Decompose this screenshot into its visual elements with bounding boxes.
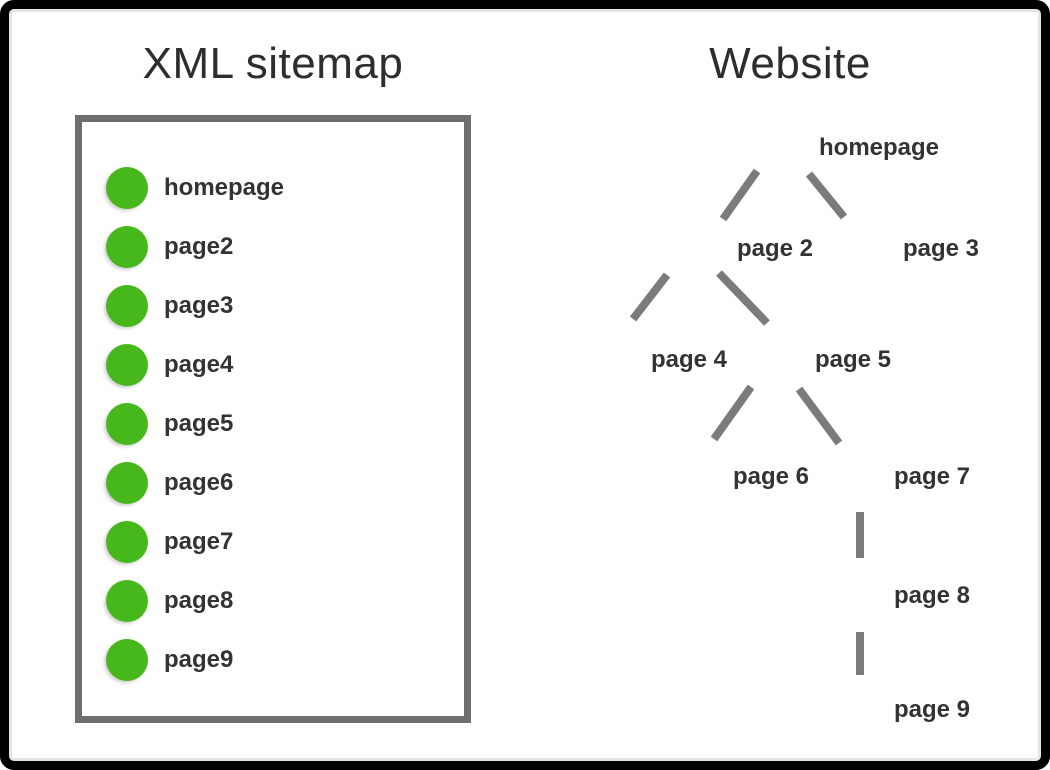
tree-node-label: page 9 (894, 696, 971, 723)
sitemap-item-label: homepage (164, 174, 285, 201)
tree-node-label: page 5 (815, 346, 892, 373)
green-dot-icon (106, 403, 148, 445)
website-title: Website (709, 39, 871, 88)
sitemap-item-page5: page5 (106, 403, 284, 445)
tree-node-page7: page 7 (839, 456, 970, 498)
tree-edge-homepage-page3 (805, 171, 848, 220)
tree-node-label: page 8 (894, 582, 971, 609)
sitemap-item-page2: page2 (106, 226, 284, 268)
tree-node-page5: page 5 (760, 339, 891, 381)
tree-edge-page5-page6 (710, 384, 755, 442)
sitemap-item-page8: page8 (106, 580, 284, 622)
tree-node-page4: page 4 (596, 339, 727, 381)
tree-node-label: page 7 (894, 463, 971, 490)
sitemap-item-page3: page3 (106, 285, 284, 327)
green-dot-icon (106, 226, 148, 268)
tree-node-label: page 3 (903, 235, 980, 262)
green-dot-icon (106, 344, 148, 386)
tree-node-label: page 4 (651, 346, 728, 373)
sitemap-item-label: page4 (164, 351, 234, 378)
green-dot-icon (106, 521, 148, 563)
tree-node-page2: page 2 (682, 228, 813, 270)
green-dot-icon (106, 462, 148, 504)
sitemap-item-page7: page7 (106, 521, 284, 563)
sitemap-item-label: page8 (164, 587, 234, 614)
sitemap-item-page9: page9 (106, 639, 284, 681)
sitemap-item-label: page5 (164, 410, 234, 437)
sitemap-item-label: page2 (164, 233, 234, 260)
tree-edge-page2-page5 (716, 270, 770, 326)
tree-node-page9: page 9 (839, 689, 970, 731)
green-dot-icon (106, 285, 148, 327)
sitemap-item-homepage: homepage (106, 167, 284, 209)
sitemap-item-label: page6 (164, 469, 234, 496)
tree-node-label: page 6 (733, 463, 810, 490)
green-dot-icon (106, 639, 148, 681)
green-dot-icon (106, 167, 148, 209)
tree-node-page8: page 8 (839, 575, 970, 617)
sitemap-item-page6: page6 (106, 462, 284, 504)
tree-edge-page5-page7 (795, 386, 843, 446)
tree-edge-homepage-page2 (719, 168, 761, 222)
tree-edge-page2-page4 (629, 272, 671, 322)
tree-node-page3: page 3 (848, 228, 979, 270)
sitemap-item-label: page9 (164, 646, 234, 673)
sitemap-list: homepage page2 page3 page4 page5 page6 p… (106, 167, 284, 681)
sitemap-item-label: page7 (164, 528, 234, 555)
sitemap-title: XML sitemap (142, 39, 404, 88)
tree-node-label: page 2 (737, 235, 814, 262)
sitemap-item-page4: page4 (106, 344, 284, 386)
green-dot-icon (106, 580, 148, 622)
tree-node-label: homepage (819, 134, 940, 161)
sitemap-item-label: page3 (164, 292, 234, 319)
tree-node-homepage: homepage (764, 127, 939, 169)
tree-node-page6: page 6 (678, 456, 809, 498)
